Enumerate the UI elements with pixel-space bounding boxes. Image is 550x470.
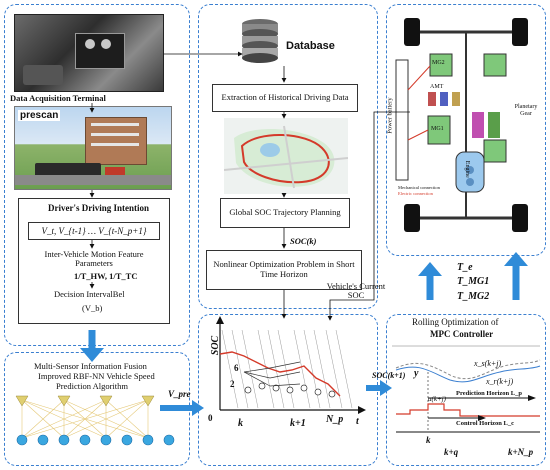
powertrain-panel xyxy=(386,4,546,256)
mpc-pred-horizon: Prediction Horizon L_p xyxy=(456,390,522,397)
origin-label: 0 xyxy=(208,413,213,423)
mpc-tick-knp: k+N_p xyxy=(508,447,534,457)
mg1-label: MG1 xyxy=(431,126,444,132)
torque-tmg1-label: T_MG1 xyxy=(457,276,490,287)
decision-symbol-label: (V_b) xyxy=(82,303,103,313)
data-acquisition-photo xyxy=(14,14,164,92)
fusion-title-3: Prediction Algorithm xyxy=(56,381,129,391)
label-6: 6 xyxy=(234,363,239,373)
mpc-title-2: MPC Controller xyxy=(430,329,494,339)
mpc-u-label: u(k+j) xyxy=(428,395,446,403)
mpc-ctrl-horizon: Control Horizon L_c xyxy=(456,420,515,427)
mg2-label: MG2 xyxy=(432,60,445,66)
mpc-y-label: y xyxy=(414,368,419,379)
fusion-title-1: Multi-Sensor Information Fusion xyxy=(34,361,147,371)
soc-k-label: SOC(k) xyxy=(290,236,317,246)
route-map-svg xyxy=(224,125,348,189)
mpc-tick-k: k xyxy=(426,435,431,445)
global-planning-box: Global SOC Trajectory Planning xyxy=(220,198,350,228)
mpc-xr-label: x_r(k+j) xyxy=(486,377,514,386)
amt-label: AMT xyxy=(430,84,444,90)
soc-k1-label: SOC(k+1) xyxy=(372,371,406,380)
engine-label: Engine xyxy=(463,160,470,178)
extraction-box: Extraction of Historical Driving Data xyxy=(212,84,358,112)
data-acquisition-label: Data Acquisition Terminal xyxy=(10,93,106,103)
acquisition-panel xyxy=(4,4,190,346)
driver-intention-title: Driver's Driving Intention xyxy=(48,203,149,213)
tick-k-label: k xyxy=(238,418,243,429)
motion-params-label: 1/T_HW, 1/T_TC xyxy=(74,271,138,281)
fusion-title-2: Improved RBF-NN Vehicle Speed xyxy=(38,371,155,381)
motion-feature-label: Inter-Vehicle Motion Feature Parameters xyxy=(44,249,144,269)
soc-trajectory-panel xyxy=(198,314,378,466)
database-label: Database xyxy=(286,40,335,52)
v-pre-label: V_pre xyxy=(168,389,191,399)
torque-te-label: T_e xyxy=(457,262,473,273)
vehicle-soc-label: Vehicle's Current SOC xyxy=(326,281,386,301)
velocity-sequence-box: V_t, V_{t-1} … V_{t-N_p+1} xyxy=(28,222,160,240)
torque-tmg2-label: T_MG2 xyxy=(457,291,490,302)
mpc-xs-label: x_s(k+j) xyxy=(474,359,502,368)
decision-interval-label: Decision IntervalBel xyxy=(54,289,125,299)
route-map xyxy=(224,118,348,194)
legend-elec-label: Electric connection xyxy=(398,191,433,196)
time-axis-label: t xyxy=(356,416,359,427)
label-2: 2 xyxy=(230,379,235,389)
tick-k1-label: k+1 xyxy=(290,418,306,429)
prescan-logo: prescan xyxy=(18,110,61,121)
planetary-gear-label: Planetary Gear xyxy=(514,104,538,117)
power-battery-label: Power battery xyxy=(386,97,394,134)
mpc-title-1: Rolling Optimization of xyxy=(412,317,499,327)
mpc-tick-kq: k+q xyxy=(444,447,459,457)
driver-intention-box xyxy=(18,198,170,324)
tick-np-label: N_p xyxy=(326,414,344,425)
soc-axis-label: SOC xyxy=(210,335,222,356)
legend-mech-label: Mechanical connection xyxy=(398,185,440,190)
